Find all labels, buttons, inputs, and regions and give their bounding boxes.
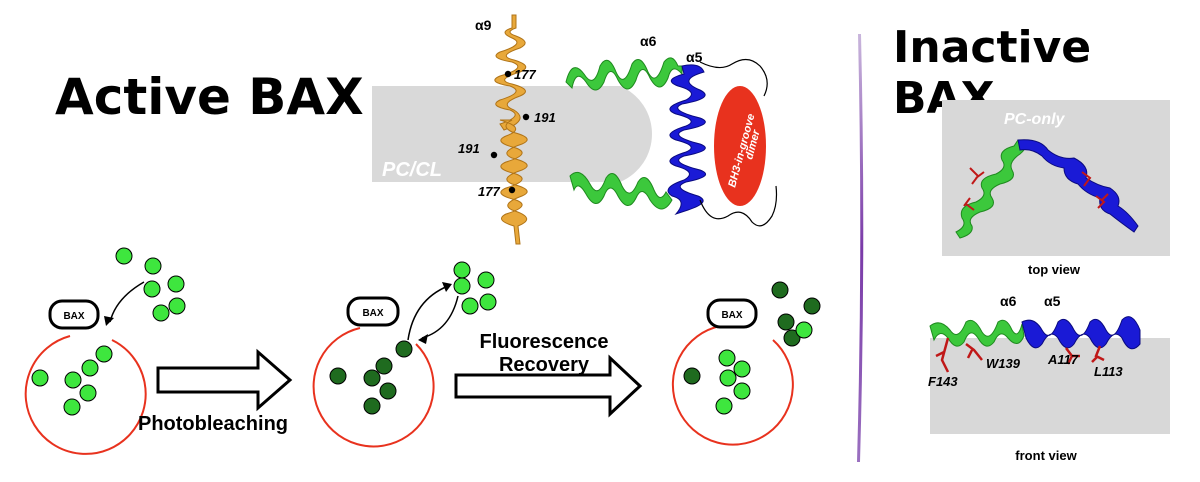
helix-a9 (494, 14, 528, 245)
residue-dot-191-left (490, 151, 498, 159)
bax-box-2 (346, 296, 400, 327)
vesicle-1 (24, 335, 147, 455)
arrow-recovery-up (407, 285, 449, 341)
front-view-a5-label: α5 (1044, 293, 1061, 309)
arrow-recovery-down-head (418, 334, 428, 344)
residue-l113: L113 (1094, 364, 1123, 379)
helix-a5-label: α5 (686, 49, 703, 65)
residue-a117: A117 (1047, 352, 1079, 367)
residue-191-left: 191 (458, 141, 480, 156)
front-view-a6-label: α6 (1000, 293, 1017, 309)
helix-a6-lower (569, 171, 673, 210)
arrow-recovery-down (421, 295, 459, 339)
front-view-helix-a5 (1021, 316, 1141, 350)
residue-dot-177-top (504, 70, 512, 78)
active-bax-title: Active BAX (55, 68, 364, 126)
process-arrow-2 (454, 354, 643, 418)
residue-191-right: 191 (534, 110, 556, 125)
fluor-outside-3b (795, 321, 813, 339)
top-view-residues (963, 167, 1109, 211)
fluor-inside-3 (715, 349, 751, 415)
membrane-model: PC/CL α9 177 191 191 177 α6 (372, 14, 778, 245)
residue-177-top: 177 (514, 67, 536, 82)
bax-box-3 (706, 298, 758, 329)
arrow-curved-1 (109, 281, 145, 323)
section-divider (857, 34, 864, 462)
residue-f143: F143 (928, 374, 958, 389)
arrow-curved-1-head (104, 316, 114, 326)
fluor-inside-3-dark (683, 367, 701, 385)
bax-label-2: BAX (362, 308, 383, 319)
fluor-inside-2 (329, 340, 413, 415)
helix-a6-label: α6 (640, 33, 657, 49)
residue-dot-191-right (522, 113, 530, 121)
fluor-inside-1 (31, 345, 113, 416)
bax-box-1 (48, 299, 100, 330)
arrow-recovery-up-head (442, 282, 452, 292)
top-view-helix-a5 (1017, 139, 1139, 233)
step-fluorescence: Fluorescence (480, 331, 609, 353)
fluor-outside-2 (453, 261, 497, 315)
front-view-panel: α6 α5 F143 W139 A117 L113 front view (928, 293, 1170, 463)
linker-loop (699, 58, 778, 227)
frap-panel-1: BAX (24, 247, 186, 455)
frap-panel-3: BAX (671, 281, 821, 446)
step-recovery: Recovery (499, 354, 590, 376)
vesicle-2 (312, 327, 435, 448)
fluor-outside-3 (771, 281, 821, 347)
step-photobleaching: Photobleaching (138, 413, 288, 435)
bax-label-3: BAX (721, 310, 742, 321)
vesicle-3 (671, 325, 794, 446)
top-view-label: top view (1028, 262, 1081, 277)
residue-177-bottom: 177 (478, 184, 500, 199)
bh3-dimer (714, 86, 766, 206)
top-view-helix-a6 (955, 139, 1026, 239)
residue-w139: W139 (986, 356, 1021, 371)
fluor-outside-1 (115, 247, 186, 322)
residue-dot-177-bottom (508, 186, 516, 194)
front-view-residues (935, 337, 1105, 373)
bax-label-1: BAX (63, 311, 84, 322)
helix-a9-label: α9 (475, 17, 492, 33)
pc-only-label: PC-only (1004, 111, 1066, 128)
helix-a5 (667, 64, 707, 216)
top-view-panel: PC-only top view (942, 100, 1170, 277)
helix-a6-upper (565, 57, 683, 91)
front-view-helix-a6 (929, 319, 1025, 347)
membrane-label: PC/CL (382, 159, 442, 181)
frap-panel-2: BAX (312, 261, 497, 448)
process-arrow-1 (156, 348, 293, 412)
front-view-label: front view (1015, 448, 1077, 463)
